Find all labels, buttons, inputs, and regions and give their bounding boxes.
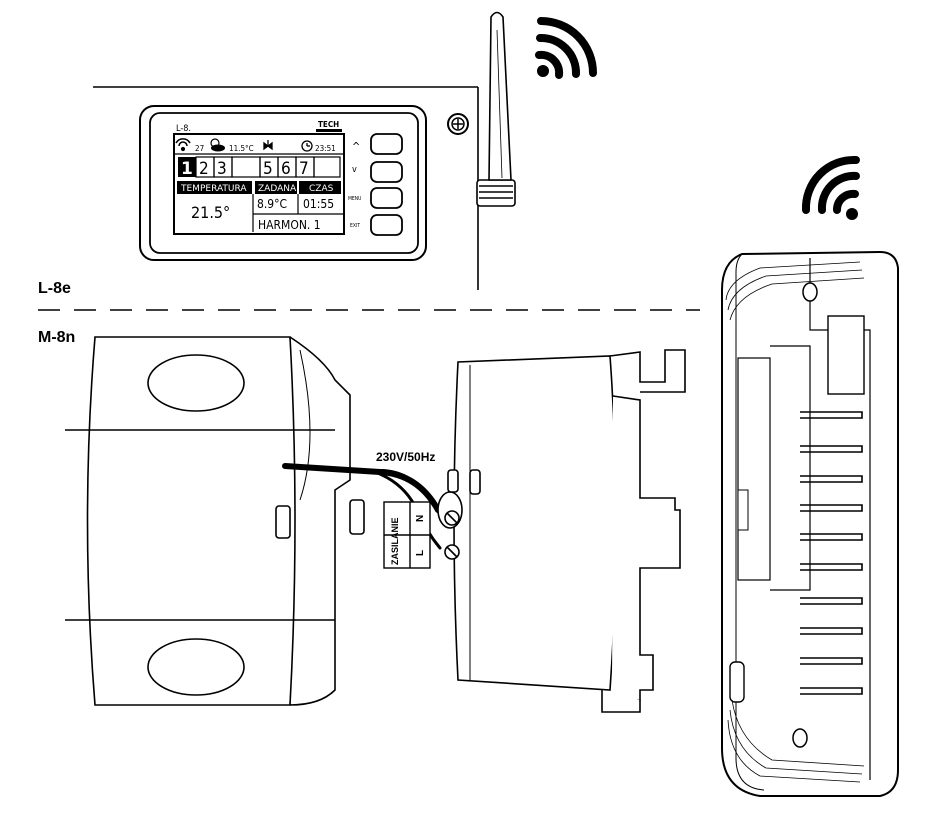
zone-3: 3 <box>217 159 227 179</box>
mounting-screw <box>447 113 469 135</box>
up-label: ^ <box>352 140 360 153</box>
valve-icon <box>263 140 273 151</box>
module-vents <box>800 411 863 695</box>
terminal-caption: ZASILANIE <box>390 517 400 565</box>
menu-label: MENU <box>348 196 361 202</box>
zone-2: 2 <box>199 159 209 179</box>
mounting-plate <box>437 349 686 713</box>
bottom-section-label: M-8n <box>38 329 75 346</box>
schedule-value: HARMON. 1 <box>258 218 321 232</box>
clock-icon <box>301 140 313 152</box>
wireless-signal-icon-module <box>801 155 860 220</box>
zone-5: 5 <box>263 159 273 179</box>
wifi-icon <box>175 138 191 152</box>
time-value: 01:55 <box>303 197 334 211</box>
signal-value: 27 <box>195 144 204 153</box>
terminal-n: N <box>415 515 426 522</box>
temperature-value: 21.5° <box>191 203 230 222</box>
zone-6: 6 <box>281 159 291 179</box>
up-button[interactable] <box>370 133 403 155</box>
terminal-l: L <box>415 550 426 556</box>
set-header: ZADANA <box>258 184 297 194</box>
down-label: v <box>352 165 357 175</box>
m8n-module <box>721 250 899 797</box>
brand-logo: TECH <box>318 120 339 129</box>
temperature-header: TEMPERATURA <box>180 184 247 194</box>
menu-button[interactable] <box>370 187 403 209</box>
weather-icon <box>210 138 225 152</box>
zone-row: 1 2 3 5 6 7 <box>178 156 341 179</box>
wall-box <box>65 336 365 706</box>
wireless-signal-icon <box>535 17 597 79</box>
module-edge-texture <box>725 261 865 783</box>
time-header: CZAS <box>309 184 334 194</box>
top-section-label: L-8e <box>38 280 71 297</box>
terminal-block <box>383 501 431 569</box>
set-value: 8.9°C <box>257 197 287 211</box>
controller-buttons: ^ v MENU EXIT <box>348 133 403 236</box>
model-label: L-8. <box>176 124 191 134</box>
zone-7: 7 <box>299 159 309 179</box>
down-button[interactable] <box>370 161 403 183</box>
zone-1: 1 <box>181 159 193 179</box>
clock-value: 23:51 <box>315 144 336 153</box>
antenna <box>476 11 516 207</box>
exit-label: EXIT <box>350 223 360 229</box>
exit-button[interactable] <box>370 214 403 236</box>
outside-temp: 11.5°C <box>229 144 254 153</box>
lcd-screen: 27 11.5°C 23:51 1 2 3 5 6 <box>173 133 345 235</box>
voltage-label: 230V/50Hz <box>376 450 435 464</box>
